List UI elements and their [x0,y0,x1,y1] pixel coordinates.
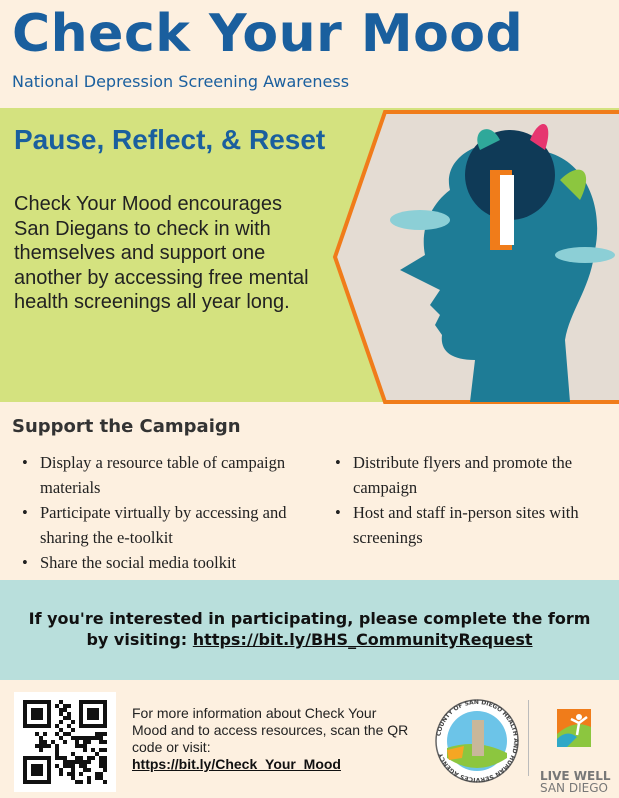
support-heading: Support the Campaign [12,416,241,437]
hero-body: Check Your Mood encourages San Diegans t… [14,193,309,313]
list-item: Share the social media toolkit [22,550,322,575]
head-with-plants-illustration [332,110,619,404]
list-item: Distribute flyers and promote the campai… [335,450,605,500]
community-request-link[interactable]: https://bit.ly/BHS_CommunityRequest [192,630,533,649]
page-title: Check Your Mood [12,4,524,64]
list-item: Participate virtually by accessing and s… [22,500,322,550]
check-your-mood-link[interactable]: https://bit.ly/Check_Your_Mood [132,756,341,772]
support-list-right: Distribute flyers and promote the campai… [335,450,605,550]
page-subtitle: National Depression Screening Awareness [12,72,350,91]
list-item: Host and staff in-person sites with scre… [335,500,605,550]
cta-band [0,580,619,680]
list-item: Display a resource table of campaign mat… [22,450,322,500]
support-list-left: Display a resource table of campaign mat… [22,450,322,575]
qr-code[interactable] [14,692,116,792]
live-well-logo-text: LIVE WELL SAN DIEGO [540,769,611,795]
live-well-logo-icon [557,709,591,747]
cta-text: If you're interested in participating, p… [28,609,591,649]
county-of-san-diego-logo: COUNTY OF SAN DIEGO HEALTH AND HUMAN SER… [435,699,519,783]
footer-info: For more information about Check Your Mo… [132,705,409,772]
logo-divider [528,700,529,776]
hero-heading: Pause, Reflect, & Reset [14,124,326,155]
